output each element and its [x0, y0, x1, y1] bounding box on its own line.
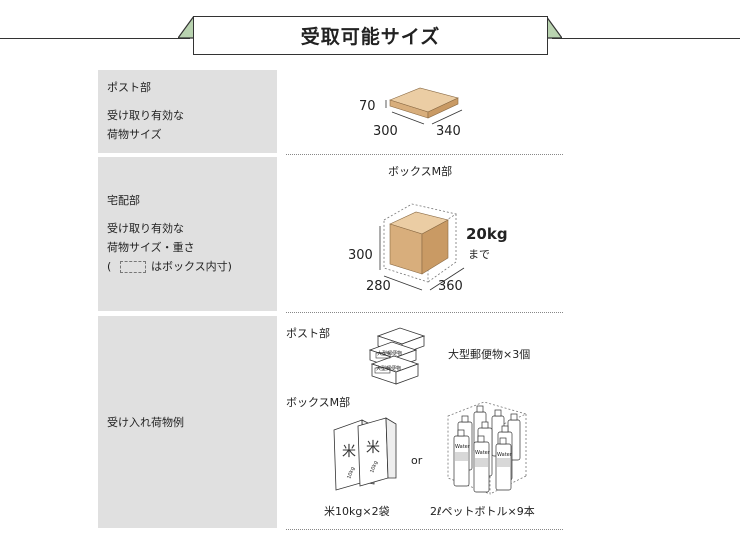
delivery-line3-rest: はボックス内寸): [151, 260, 232, 273]
delivery-box-label: ボックスM部: [388, 165, 453, 178]
bottle-label-1: Water: [455, 444, 470, 450]
weight-limit: 20kg: [466, 225, 508, 243]
examples-heading: 受け入れ荷物例: [107, 416, 184, 429]
rice-bags-illustration: 米 米: [333, 417, 397, 491]
delivery-heading: 宅配部: [107, 194, 140, 207]
mail-tag-1: 大型郵便物: [377, 351, 403, 357]
divider-2: [286, 312, 563, 313]
post-line1: 受け取り有効な: [107, 109, 184, 122]
bottle-caption: 2ℓペットボトル×9本: [430, 505, 535, 518]
delivery-box-illustration: [379, 203, 465, 291]
water-bottles-illustration: [447, 401, 528, 495]
delivery-line3-open: (: [107, 260, 112, 273]
examples-post-label: ポスト部: [286, 327, 330, 340]
examples-box-label: ボックスM部: [286, 396, 351, 409]
divider-3: [286, 529, 563, 530]
post-box-illustration: [385, 87, 463, 125]
mail-caption: 大型郵便物×3個: [448, 348, 531, 361]
header-rule-right: [552, 38, 740, 40]
bottle-label-3: Water: [497, 452, 512, 458]
header-rule-left: [0, 38, 190, 40]
page-title: 受取可能サイズ: [300, 26, 441, 48]
post-dim-width: 300: [373, 124, 398, 139]
title-box: 受取可能サイズ: [193, 16, 548, 55]
delivery-dim-depth: 360: [438, 279, 463, 294]
delivery-line1: 受け取り有効な: [107, 222, 184, 235]
delivery-dim-width: 280: [366, 279, 391, 294]
post-heading: ポスト部: [107, 81, 151, 94]
mail-packages-illustration: [368, 327, 426, 385]
weight-limit-suffix: まで: [468, 248, 490, 261]
post-dim-height: 70: [359, 99, 376, 114]
divider-1: [286, 154, 563, 155]
or-label: or: [411, 454, 423, 467]
examples-label-cell: [98, 316, 277, 528]
dashed-box-legend-icon: [120, 261, 146, 273]
bottle-label-2: Water: [475, 450, 490, 456]
svg-text:米: 米: [342, 444, 356, 460]
mail-tag-2: 大型郵便物: [376, 366, 402, 372]
post-label-cell: [98, 70, 277, 153]
delivery-dim-height: 300: [348, 248, 373, 263]
delivery-line2: 荷物サイズ・重さ: [107, 241, 195, 254]
svg-text:米: 米: [366, 440, 380, 456]
rice-caption: 米10kg×2袋: [324, 505, 390, 518]
post-dim-depth: 340: [436, 124, 461, 139]
delivery-label-cell: [98, 157, 277, 311]
post-line2: 荷物サイズ: [107, 128, 162, 141]
